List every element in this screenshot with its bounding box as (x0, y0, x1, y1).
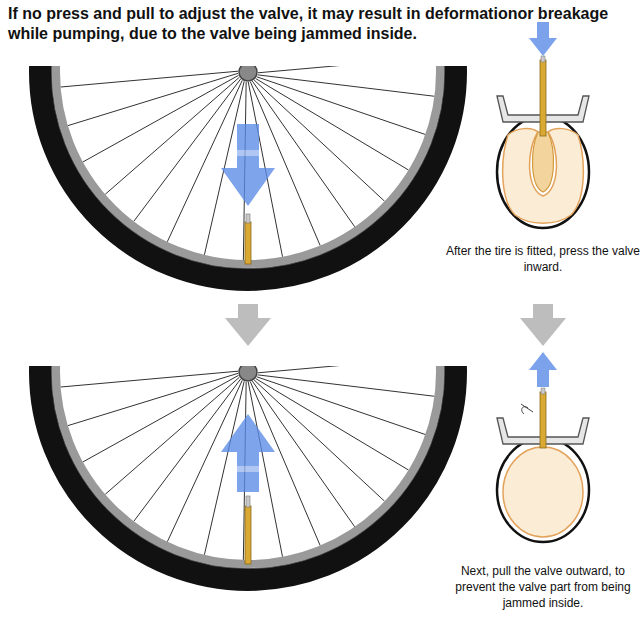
valve (540, 60, 546, 136)
cross-section (497, 352, 589, 542)
inner-tube (503, 447, 583, 537)
arrow-head (529, 38, 557, 56)
spoke (250, 382, 320, 546)
valve-base (533, 132, 554, 192)
spoke (256, 379, 409, 470)
spoke (83, 375, 239, 462)
valve (245, 506, 251, 564)
spoke (254, 80, 384, 201)
arrow-shaft (537, 22, 549, 40)
arrow-shaft (237, 124, 259, 170)
spoke (83, 75, 239, 162)
arrow-shaft (537, 369, 549, 387)
spoke (105, 377, 239, 494)
spoke (254, 380, 384, 501)
spoke (61, 371, 238, 387)
pull-arrow (529, 352, 557, 387)
caption: Next, pull the valve outward, to prevent… (445, 563, 640, 612)
tire (40, 66, 456, 280)
arrow-band (237, 150, 259, 156)
push-arrow (221, 124, 275, 206)
wheel (40, 366, 456, 580)
step-arrow (520, 304, 566, 346)
wheel (40, 66, 456, 280)
valve-tip (246, 496, 250, 507)
tire (40, 366, 456, 580)
arrow-shaft (238, 304, 258, 320)
spoke (258, 366, 435, 373)
arrow-head (520, 318, 566, 346)
arrow-shaft (533, 304, 553, 320)
hand-mark (521, 404, 533, 414)
arrow-head (221, 168, 275, 206)
spoke (252, 81, 354, 227)
spoke (68, 373, 238, 425)
arrow-head (529, 352, 557, 370)
valve (540, 392, 546, 448)
hub (239, 366, 257, 381)
push-arrow (529, 22, 557, 56)
valve-tip (541, 388, 545, 394)
spoke (250, 82, 320, 246)
spoke (68, 73, 238, 125)
inner-tube (503, 128, 584, 223)
hub (239, 66, 257, 81)
arrow-band (237, 466, 259, 472)
arrow-head (221, 414, 275, 452)
spoke (105, 77, 239, 194)
valve (245, 222, 251, 264)
spoke (258, 375, 435, 396)
tire-outline (497, 438, 589, 542)
cross-section (497, 22, 589, 228)
arrow-head (225, 318, 271, 346)
valve-tip (246, 214, 250, 223)
heading: If no press and pull to adjust the valve… (8, 4, 634, 45)
spoke (258, 75, 435, 96)
spoke (252, 381, 354, 527)
valve-tip (541, 56, 545, 62)
step-arrow (225, 304, 271, 346)
spoke (258, 66, 435, 73)
arrow-shaft (237, 450, 259, 492)
pull-arrow (221, 414, 275, 492)
spoke (61, 71, 238, 87)
spoke (256, 79, 409, 170)
caption: After the tire is fitted, press the valv… (445, 243, 640, 275)
